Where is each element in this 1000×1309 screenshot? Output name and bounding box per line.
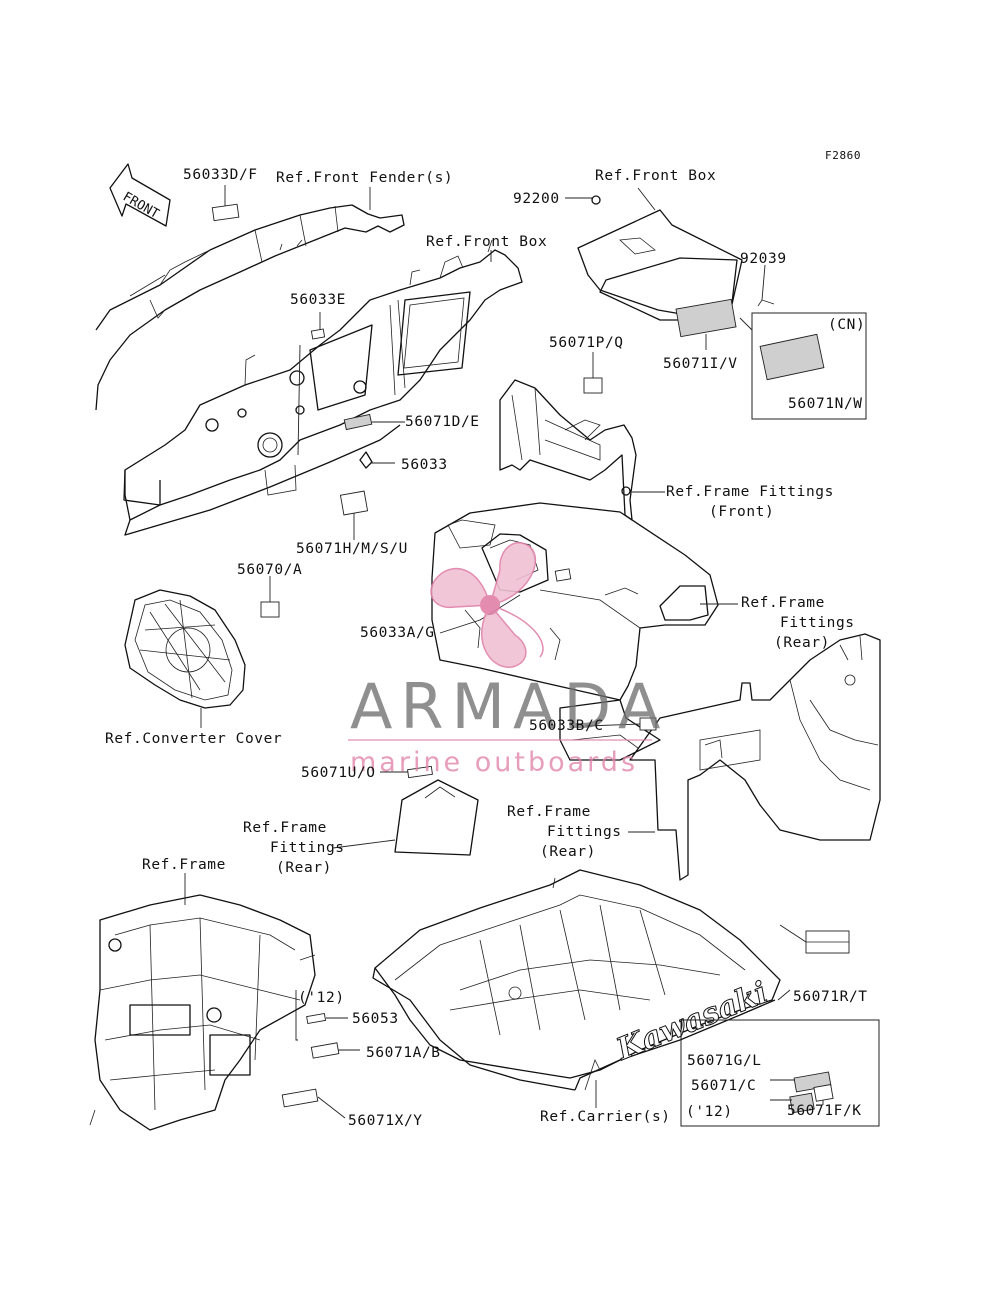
label-year-12-a: ('12) [298, 990, 345, 1006]
watermark-tagline: marine outboards [350, 747, 638, 778]
label-56070-a: 56070/A [237, 562, 302, 578]
label-ref-carrier: Ref.Carrier(s) [540, 1109, 671, 1125]
label-56071n-w: 56071N/W [788, 396, 863, 412]
year-12-variant-box [680, 1019, 880, 1127]
label-56071u-o: 56071U/O [301, 765, 376, 781]
dash-decals [310, 328, 373, 516]
frame-fittings-front [499, 377, 637, 521]
label-ref-frame-rear-a-line3: (Rear) [774, 635, 830, 651]
label-56071r-t: 56071R/T [793, 989, 868, 1005]
rear-flat-panel [394, 765, 479, 856]
label-ref-frame-rear-b-line1: Ref.Frame [243, 820, 327, 836]
watermark-brand: ARMADA [350, 670, 668, 743]
label-56071d-e: 56071D/E [405, 414, 480, 430]
label-92039: 92039 [740, 251, 787, 267]
year-12-bracket-a [295, 990, 298, 1041]
label-ref-frame-rear-a-line1: Ref.Frame [741, 595, 825, 611]
front-box-lid [577, 195, 775, 338]
label-56071g-l: 56071G/L [687, 1053, 762, 1069]
label-year-12-b: ('12) [686, 1104, 733, 1120]
propeller-logo-icon [430, 541, 544, 668]
label-56071x-y: 56071X/Y [348, 1113, 423, 1129]
label-56071a-b: 56071A/B [366, 1045, 441, 1061]
label-ref-frame-fittings-front: Ref.Frame Fittings [666, 484, 834, 500]
figure-code: F2860 [825, 149, 861, 162]
label-56033a-g: 56033A/G [360, 625, 435, 641]
label-56071-c: 56071/C [691, 1078, 756, 1094]
label-56071p-q: 56071P/Q [549, 335, 624, 351]
label-56071f-k: 56071F/K [787, 1103, 862, 1119]
label-92200: 92200 [513, 191, 560, 207]
rear-frame-fittings-right [559, 633, 881, 881]
label-ref-frame-rear-c-line1: Ref.Frame [507, 804, 591, 820]
label-ref-frame-rear-c-line3: (Rear) [540, 844, 596, 860]
leader-lines [184, 185, 824, 1119]
main-frame [89, 894, 316, 1131]
front-fender-outline [95, 203, 405, 411]
label-ref-frame-rear-b-line3: (Rear) [276, 860, 332, 876]
label-56053: 56053 [352, 1011, 399, 1027]
label-ref-front-box-top: Ref.Front Box [595, 168, 716, 184]
part-labels: F2860 56033D/F Ref.Front Fender(s) Ref.F… [105, 149, 868, 1129]
label-56033d-f: 56033D/F [183, 167, 258, 183]
label-56071i-v: 56071I/V [663, 356, 738, 372]
label-ref-frame: Ref.Frame [142, 857, 226, 873]
cn-variant-box [751, 312, 867, 420]
front-direction-arrow: FRONT [109, 163, 171, 227]
label-ref-frame-rear-b-line2: Fittings [270, 840, 345, 856]
label-56071h-m-s-u: 56071H/M/S/U [296, 541, 408, 557]
label-56033: 56033 [401, 457, 448, 473]
armada-watermark: ARMADA marine outboards [348, 541, 668, 778]
frame-decals [281, 1012, 340, 1108]
dash-panel-outline [123, 235, 523, 536]
front-arrow-text: FRONT [120, 189, 162, 222]
label-56033b-c: 56033B/C [529, 718, 604, 734]
label-ref-frame-rear-c-line2: Fittings [547, 824, 622, 840]
label-ref-converter-cover: Ref.Converter Cover [105, 731, 282, 747]
converter-cover [124, 589, 280, 709]
label-ref-frame-rear-a-line2: Fittings [780, 615, 855, 631]
label-56033e: 56033E [290, 292, 346, 308]
label-front-qualifier: (Front) [709, 504, 774, 520]
label-ref-front-fender: Ref.Front Fender(s) [276, 170, 453, 186]
carrier-decals [789, 930, 850, 1114]
cn-decal [759, 333, 825, 381]
label-cn: (CN) [828, 317, 865, 333]
label-ref-front-box-dash: Ref.Front Box [426, 234, 547, 250]
